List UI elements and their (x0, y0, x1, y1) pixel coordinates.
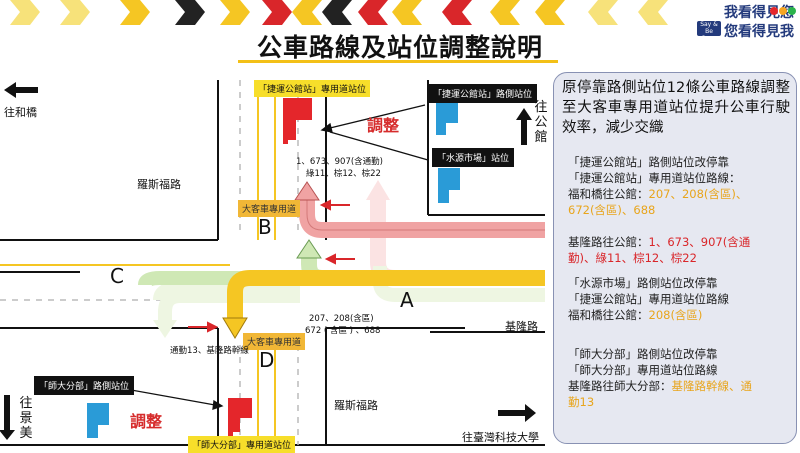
direction-arrows (0, 82, 536, 440)
road-label-heping-bridge: 往和橋 (4, 106, 37, 119)
road-label-roosevelt-lower: 羅斯福路 (334, 399, 378, 412)
point-label-a: A (400, 288, 414, 312)
adjust-label-top: 調整 (367, 116, 400, 135)
bus-lane-label-top: 大客車專用道 (238, 200, 301, 217)
routes-label-mid-line2: 672 ( 含區 ) 、688 (305, 326, 381, 336)
brand-badge: Say & Be Seen (697, 21, 721, 42)
stop-label-water-market: 「水源市場」站位 (432, 148, 515, 167)
red-indicator-arrows (188, 199, 355, 333)
s2-line1: 基隆路往公館：1、673、907(含通 (568, 234, 750, 250)
point-label-d: D (259, 348, 275, 372)
routes-label-mid-line1: 207、208(含區) (309, 314, 374, 324)
road-label-jingmei: 往景美 (19, 396, 33, 441)
bus-lane-label-bottom: 大客車專用道 (243, 333, 306, 350)
panel-heading: 原停靠路側站位12條公車路線調整至大客車專用道站位提升公車行駛效率，減少交織 (562, 80, 790, 136)
road-label-keelung: 基隆路 (505, 320, 538, 333)
page-title: 公車路線及站位調整說明 (256, 33, 543, 62)
title-underline (238, 60, 558, 63)
s4-line3: 基隆路往師大分部：基隆路幹線、通 (568, 378, 752, 394)
s2-routes-a: 1、673、907(含通 (648, 235, 751, 249)
routes-label-bottom: 通勤13、基隆路幹線 (170, 346, 249, 356)
s4-line3-prefix: 基隆路往師大分部： (568, 379, 672, 393)
road-label-gongguan: 往公館 (534, 100, 548, 145)
info-panel (553, 72, 797, 444)
s4-line3-routes: 基隆路幹線、通 (671, 379, 753, 393)
s2-line2: 勤)、綠11、棕12、棕22 (568, 251, 697, 265)
s1-line3-routes: 207、208(含區)、 (648, 187, 748, 201)
s1-line2: 「捷運公館站」專用道站位路線： (568, 171, 741, 185)
s4-line1: 「師大分部」路側站位改停靠 (568, 347, 718, 361)
brand-dots-icon (770, 7, 796, 15)
s2-prefix: 基隆路往公館： (568, 235, 649, 249)
adjust-label-bottom: 調整 (130, 412, 163, 431)
s1-line3: 福和橋往公館：207、208(含區)、 (568, 186, 747, 202)
s4-line2: 「師大分部」專用道站位路線 (568, 363, 718, 377)
road-label-ntust: 往臺灣科技大學 (462, 431, 539, 444)
s3-line3-routes: 208(含區) (648, 308, 703, 322)
pointer-lines (119, 104, 429, 410)
point-label-b: B (258, 215, 272, 239)
routes-label-top-line2: 綠11、棕12、棕22 (306, 169, 381, 179)
stop-label-ntnu-dedicated: 「師大分部」專用道站位 (188, 436, 296, 453)
flag-icons (87, 98, 460, 438)
s3-line3-prefix: 福和橋往公館： (568, 308, 649, 322)
s4-line4: 勤13 (568, 395, 595, 409)
routes-label-top-line1: 1、673、907(含通勤) (296, 157, 383, 167)
s3-line2: 「捷運公館站」專用道站位路線 (568, 292, 729, 306)
s1-line3-prefix: 福和橋往公館： (568, 187, 649, 201)
s3-line3: 福和橋往公館：208(含區) (568, 307, 702, 323)
chevron-banner (0, 0, 690, 25)
road-label-roosevelt-upper: 羅斯福路 (137, 178, 181, 191)
stop-label-ntnu-roadside: 「師大分部」路側站位 (34, 376, 135, 395)
s1-line4: 672(含區)、688 (568, 203, 656, 217)
brand-slogan-line2: 您看得見我 (724, 24, 794, 40)
s3-line1: 「水源市場」路側站位改停靠 (568, 276, 718, 290)
main-routes (138, 181, 545, 339)
stop-label-mrt-dedicated: 「捷運公館站」專用道站位 (254, 80, 371, 97)
point-label-c: C (110, 264, 124, 288)
stop-label-mrt-roadside: 「捷運公館站」路側站位 (428, 84, 538, 103)
s1-line1: 「捷運公館站」路側站位改停靠 (568, 155, 729, 169)
